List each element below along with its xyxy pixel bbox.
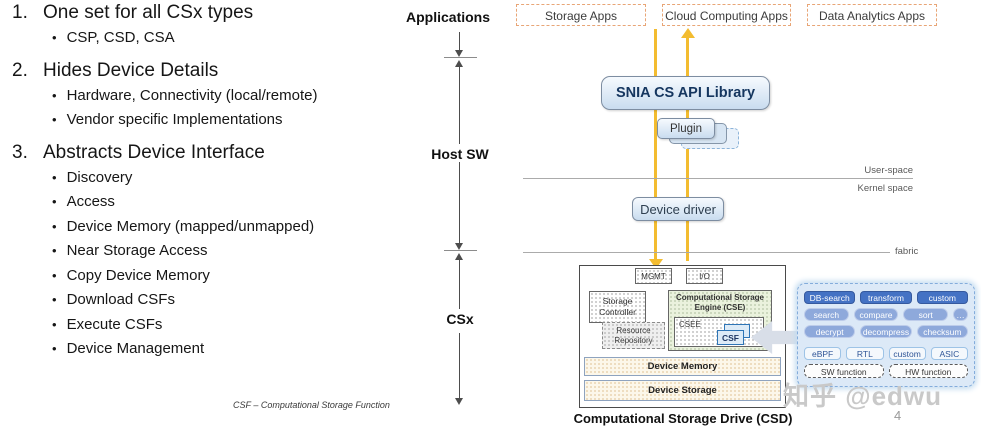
watermark: 知乎 @edwu <box>783 381 943 411</box>
snia-cs-api-library-box: SNIA CS API Library <box>601 76 770 110</box>
checksum-chip: checksum <box>916 325 968 338</box>
asic-chip: ASIC <box>930 347 968 360</box>
item-2-bullets: Hardware, Connectivity (local/remote) Ve… <box>50 84 412 133</box>
hw-function-chip: HW function <box>888 364 968 378</box>
list-item-2: 2. Hides Device Details <box>0 58 412 84</box>
item-title: Abstracts Device Interface <box>43 141 265 163</box>
item-3-bullets: Discovery Access Device Memory (mapped/u… <box>50 166 412 362</box>
panel-row-1: DB-search transform custom <box>804 291 968 304</box>
cloud-computing-apps-box: Cloud Computing Apps <box>662 4 791 26</box>
user-kernel-divider <box>523 178 913 179</box>
sw-function-chip: SW function <box>804 364 884 378</box>
applications-extent-line <box>459 32 460 52</box>
rtl-chip: RTL <box>846 347 884 360</box>
fabric-divider <box>523 252 890 253</box>
csf-footnote: CSF – Computational Storage Function <box>233 400 390 410</box>
db-search-chip: DB-search <box>804 291 856 304</box>
item-1-bullets: CSP, CSD, CSA <box>50 26 412 51</box>
extent-tick <box>444 57 477 58</box>
feature-list: 1. One set for all CSx types CSP, CSD, C… <box>0 0 412 369</box>
bullet: Download CSFs <box>50 288 412 313</box>
arrowhead-up-icon <box>455 60 463 67</box>
io-port-box: I/O <box>686 268 723 284</box>
arrowhead-up-icon <box>455 253 463 260</box>
item-title: Hides Device Details <box>43 59 219 81</box>
list-item-3: 3. Abstracts Device Interface <box>0 140 412 166</box>
csee-label: CSEE <box>679 320 701 329</box>
device-driver-box: Device driver <box>632 197 724 221</box>
device-memory-bar: Device Memory <box>584 357 781 376</box>
bullet: Hardware, Connectivity (local/remote) <box>50 84 412 109</box>
page-number: 4 <box>894 408 902 423</box>
arrowhead-down-icon <box>455 50 463 57</box>
data-analytics-apps-box: Data Analytics Apps <box>807 4 937 26</box>
mgmt-port-box: MGMT <box>635 268 672 284</box>
host-sw-label: Host SW <box>431 146 489 162</box>
list-item-1: 1. One set for all CSx types <box>0 0 412 26</box>
bullet: Device Memory (mapped/unmapped) <box>50 215 412 240</box>
csf-box: CSF <box>717 330 744 345</box>
transform-chip: transform <box>860 291 912 304</box>
plugin-box: Plugin <box>657 118 715 139</box>
csx-label: CSx <box>446 311 474 327</box>
ebpf-chip: eBPF <box>804 347 842 360</box>
decrypt-chip: decrypt <box>804 325 856 338</box>
item-number: 2. <box>12 59 28 81</box>
bullet: Near Storage Access <box>50 239 412 264</box>
custom-chip: custom <box>916 291 968 304</box>
more-functions-chip: … <box>953 308 969 321</box>
bullet: CSP, CSD, CSA <box>50 26 412 51</box>
arrowhead-down-icon <box>455 243 463 250</box>
kernel-space-label: Kernel space <box>857 183 913 194</box>
fabric-label: fabric <box>895 246 919 257</box>
device-storage-bar: Device Storage <box>584 380 781 401</box>
item-number: 1. <box>12 2 28 23</box>
panel-row-5: SW function HW function <box>804 364 968 378</box>
host-sw-extent-line-top <box>459 67 460 144</box>
csf-functions-panel: DB-search transform custom search compar… <box>797 283 975 387</box>
csx-extent-line-top <box>459 260 460 309</box>
resource-repository-box: Resource Repository <box>602 322 665 349</box>
bullet: Device Management <box>50 337 412 362</box>
extent-tick <box>444 250 477 251</box>
downstream-arrowhead-icon <box>649 259 663 269</box>
bullet: Vendor specific Implementations <box>50 108 412 133</box>
custom-impl-chip: custom <box>888 347 926 360</box>
applications-label: Applications <box>406 9 491 25</box>
downstream-arrow-line <box>654 29 657 261</box>
arrowhead-down-icon <box>455 398 463 405</box>
compare-chip: compare <box>853 308 899 321</box>
storage-apps-box: Storage Apps <box>516 4 646 26</box>
upstream-arrow-line <box>686 38 689 261</box>
storage-controller-box: Storage Controller <box>589 291 646 323</box>
panel-row-3: decrypt decompress checksum <box>804 325 968 338</box>
sort-chip: sort <box>903 308 949 321</box>
host-sw-extent-line-bottom <box>459 162 460 244</box>
upstream-arrowhead-icon <box>681 28 695 38</box>
bullet: Discovery <box>50 166 412 191</box>
bullet: Copy Device Memory <box>50 264 412 289</box>
panel-row-2: search compare sort … <box>804 308 969 321</box>
csx-extent-line-bottom <box>459 333 460 399</box>
search-chip: search <box>804 308 849 321</box>
csd-caption: Computational Storage Drive (CSD) <box>573 411 793 426</box>
bullet: Access <box>50 190 412 215</box>
item-title: One set for all CSx types <box>43 2 254 23</box>
bullet: Execute CSFs <box>50 313 412 338</box>
item-number: 3. <box>12 141 28 163</box>
decompress-chip: decompress <box>860 325 912 338</box>
panel-row-4: eBPF RTL custom ASIC <box>804 347 968 360</box>
user-space-label: User-space <box>864 165 913 176</box>
